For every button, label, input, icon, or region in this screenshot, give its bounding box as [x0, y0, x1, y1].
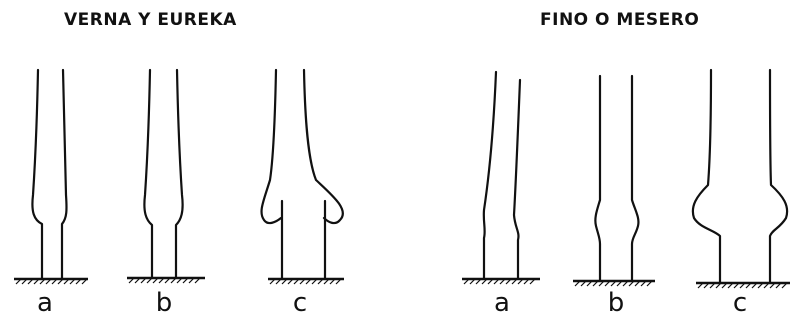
ground-fino-a [462, 279, 540, 284]
trunk-fino-b [595, 76, 638, 280]
label-verna-b: b [156, 290, 173, 316]
label-verna-c: c [293, 290, 307, 316]
trunk-fino-a [484, 72, 520, 278]
trunk-verna-c [262, 70, 343, 278]
ground-fino-b [573, 281, 655, 286]
trunk-verna-a [32, 70, 66, 278]
trunk-verna-b [144, 70, 182, 277]
label-fino-b: b [608, 290, 625, 316]
ground-verna-c [268, 279, 344, 284]
label-fino-c: c [733, 290, 747, 316]
label-fino-a: a [494, 290, 510, 316]
ground-verna-b [127, 278, 205, 283]
trunk-fino-c [693, 70, 787, 282]
label-verna-a: a [37, 290, 53, 316]
ground-verna-a [14, 279, 88, 284]
